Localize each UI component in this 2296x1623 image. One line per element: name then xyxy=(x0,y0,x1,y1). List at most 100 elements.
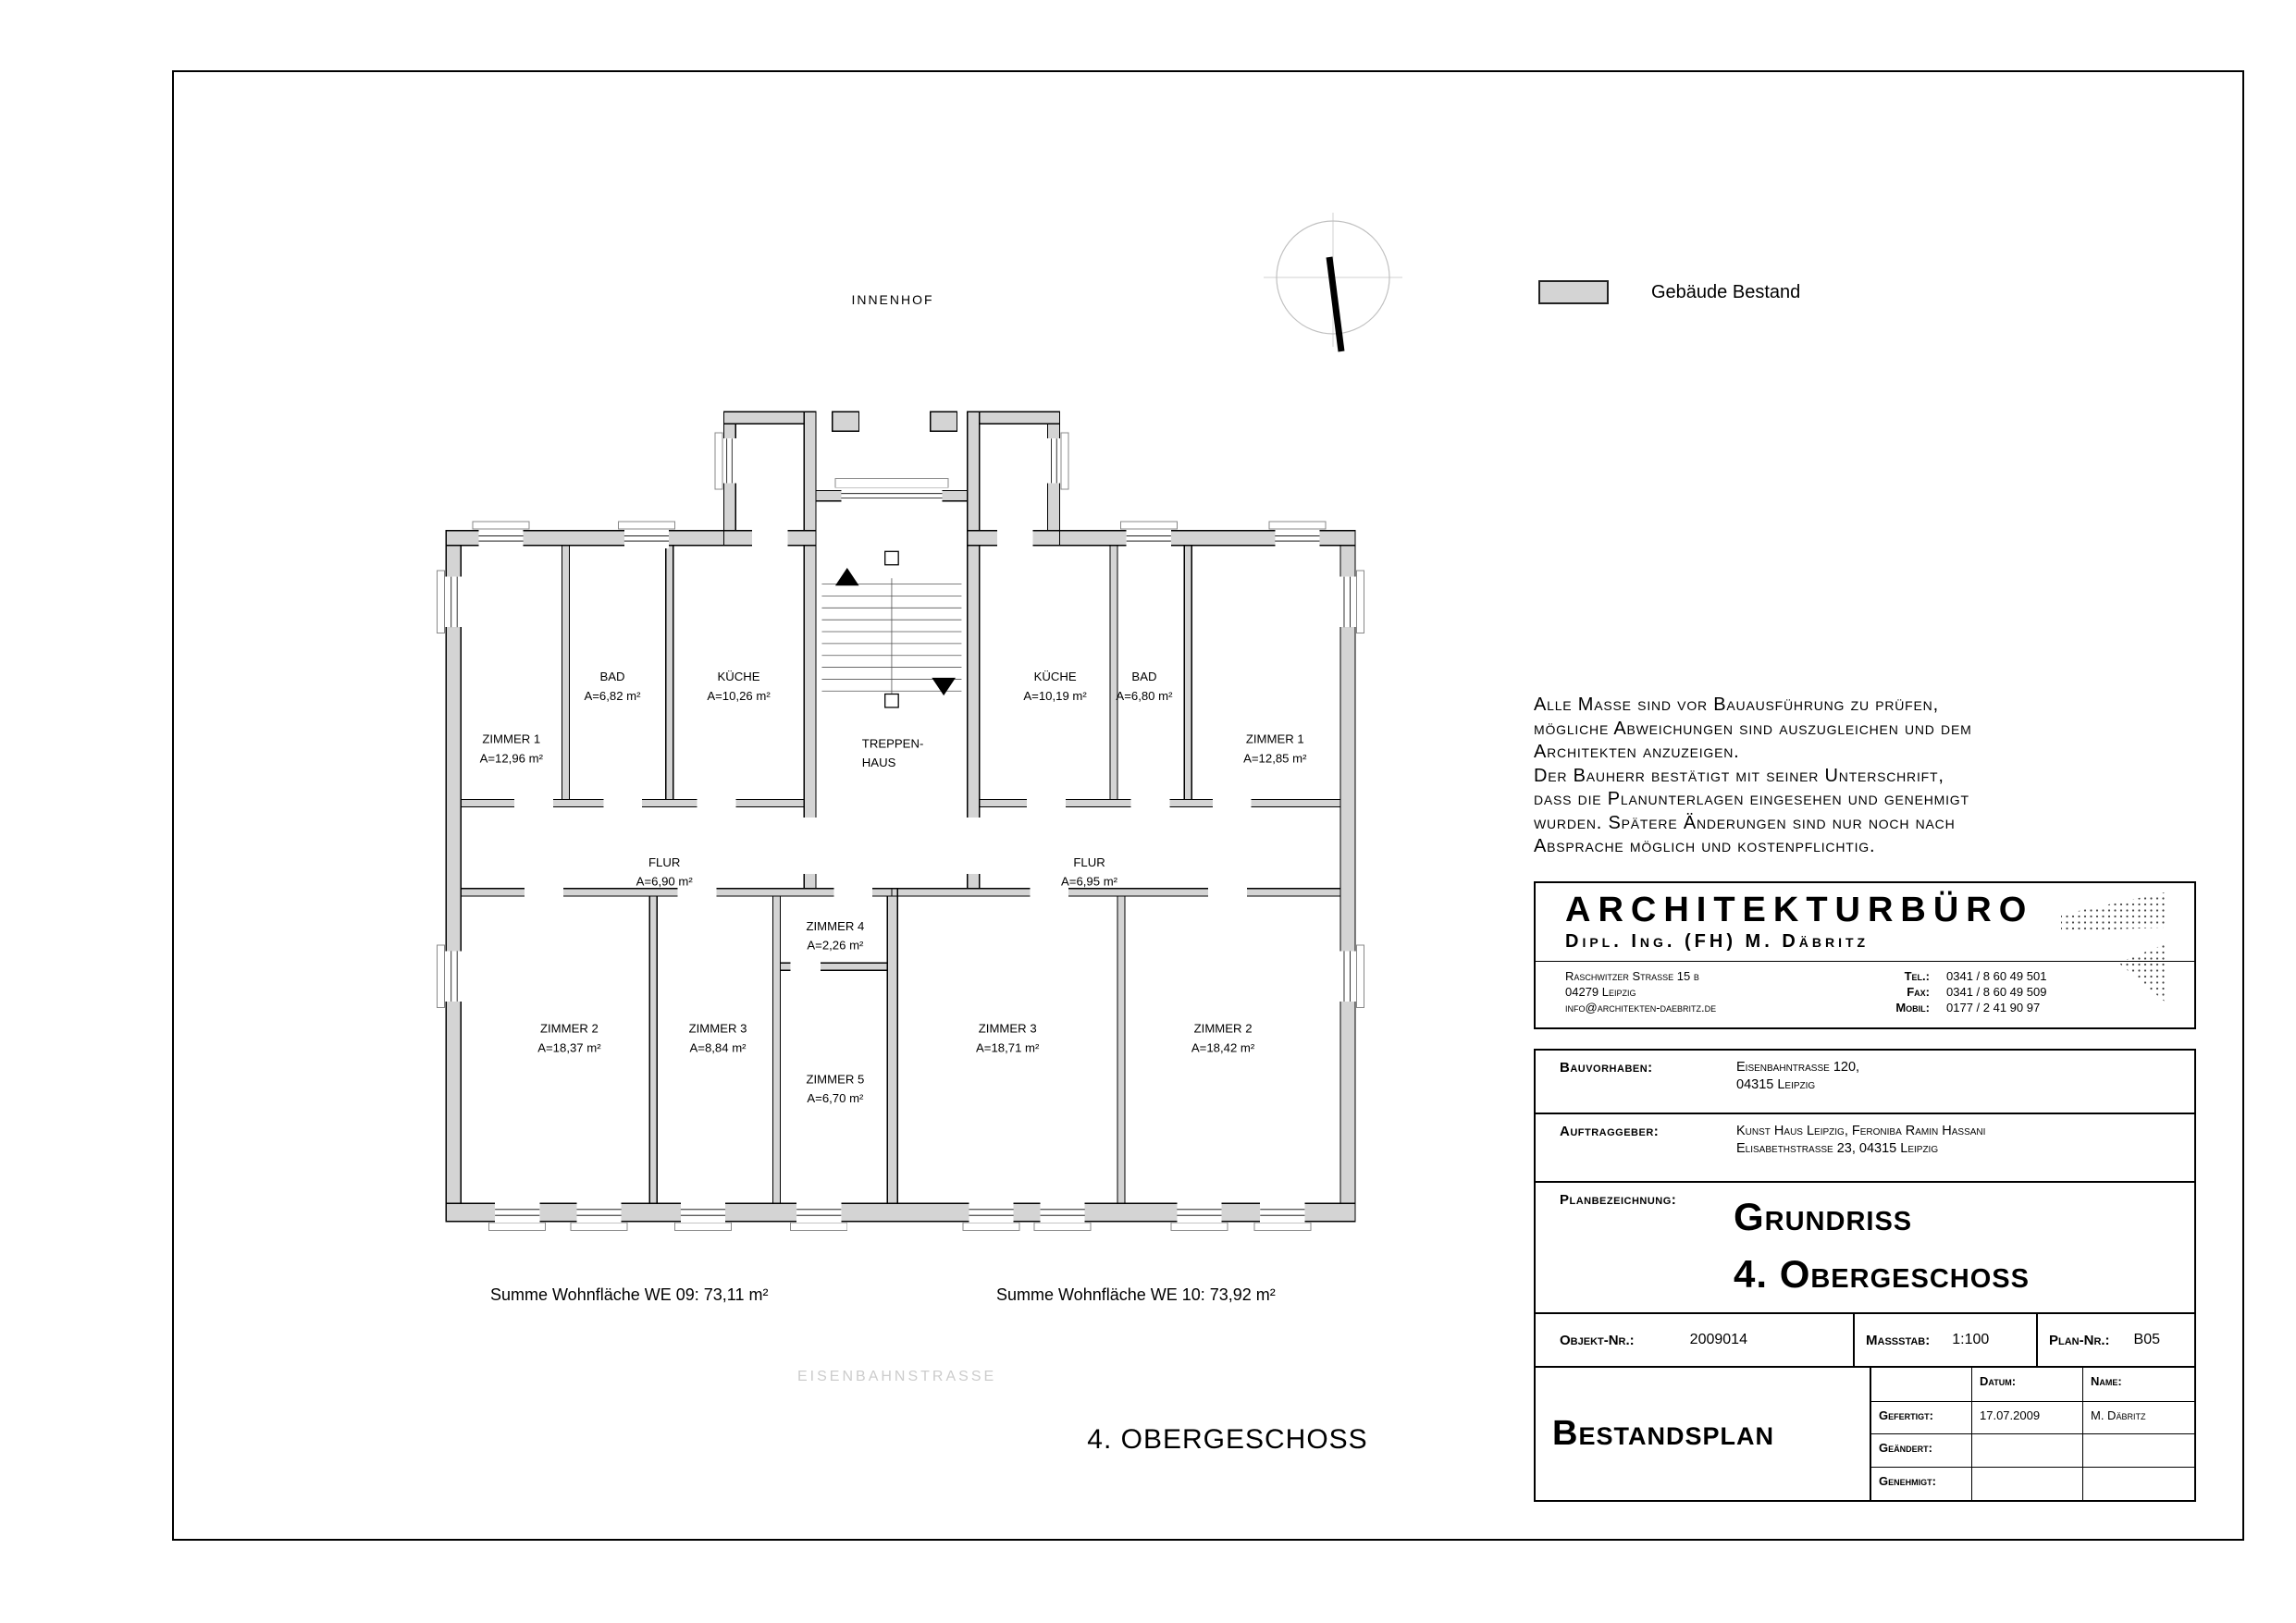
bauvorhaben-label: Bauvorhaben: xyxy=(1560,1060,1653,1076)
room-area: A=12,85 m² xyxy=(1243,751,1307,765)
plan-nr-cell: Plan-Nr.: B05 xyxy=(2038,1314,2194,1366)
room-label: KÜCHE xyxy=(717,670,759,683)
room-area: A=10,26 m² xyxy=(707,689,771,703)
room-area: A=8,84 m² xyxy=(689,1041,747,1055)
firm-logo-dots xyxy=(2061,892,2165,1002)
room-label: BAD xyxy=(1131,670,1156,683)
auftraggeber-line: Elisabethstrasse 23, 04315 Leipzig xyxy=(1736,1141,1939,1156)
general-notes: Alle Masse sind vor Bauausführung zu prü… xyxy=(1534,694,1972,859)
firm-subtitle: Dipl. Ing. (FH) M. Däbritz xyxy=(1565,931,1870,952)
street-name-watermark: EISENBAHNSTRASSE xyxy=(797,1369,997,1384)
sheet-border xyxy=(172,70,2244,1541)
datum-header: Datum: xyxy=(1971,1368,2082,1402)
notes-line: dass die Planunterlagen eingesehen und g… xyxy=(1534,789,1969,809)
tel-value: 0341 / 8 60 49 501 xyxy=(1946,969,2047,983)
stairwell-label: HAUS xyxy=(862,756,896,769)
room-area: A=6,95 m² xyxy=(1061,875,1118,889)
room-area: A=12,96 m² xyxy=(480,751,544,765)
row-auftraggeber: Auftraggeber: Kunst Haus Leipzig, Feroni… xyxy=(1536,1114,2194,1183)
notes-line: Architekten anzuzeigen. xyxy=(1534,742,1740,762)
planbezeichnung-value: Grundriss 4. Obergeschoss xyxy=(1734,1188,2030,1303)
genehmigt-label: Genehmigt: xyxy=(1879,1474,1936,1488)
genehmigt-name xyxy=(2082,1468,2194,1500)
plan-nr-value: B05 xyxy=(2133,1332,2161,1347)
stair-direction-arrow-up xyxy=(834,567,859,586)
massstab-value: 1:100 xyxy=(1952,1332,1990,1347)
plan-name-line: Grundriss xyxy=(1734,1195,1913,1238)
bauvorhaben-line: 04315 Leipzig xyxy=(1736,1077,1816,1092)
geaendert-label: Geändert: xyxy=(1871,1434,1971,1468)
room-area: A=18,71 m² xyxy=(976,1041,1040,1055)
sum-area-we09: Summe Wohnfläche WE 09: 73,11 m² xyxy=(490,1285,769,1304)
row-numbers: Objekt-Nr.: 2009014 Massstab: 1:100 Plan… xyxy=(1536,1314,2194,1368)
room-label: ZIMMER 5 xyxy=(806,1072,864,1086)
massstab-label: Massstab: xyxy=(1866,1332,1931,1348)
walls-layer xyxy=(445,411,1356,1223)
room-label: ZIMMER 2 xyxy=(1194,1022,1253,1036)
geaendert-datum xyxy=(1971,1434,2082,1468)
bauvorhaben-value: Eisenbahntrasse 120, 04315 Leipzig xyxy=(1736,1059,1859,1094)
stairwell-label: TREPPEN- xyxy=(862,736,924,750)
room-area: A=18,37 m² xyxy=(537,1041,601,1055)
room-label: FLUR xyxy=(1073,855,1105,869)
room-label: ZIMMER 3 xyxy=(689,1022,747,1036)
room-label: FLUR xyxy=(648,855,680,869)
objekt-nr-label: Objekt-Nr.: xyxy=(1560,1332,1635,1348)
room-label: ZIMMER 1 xyxy=(1246,732,1304,745)
staircase xyxy=(821,550,962,708)
notes-line: Absprache möglich und kostenpflichtig. xyxy=(1534,836,1876,856)
notes-line: Der Bauherr bestätigt mit seiner Untersc… xyxy=(1534,765,1944,786)
row-planbezeichnung: Planbezeichnung: Grundriss 4. Obergescho… xyxy=(1536,1183,2194,1314)
mobil-value: 0177 / 2 41 90 97 xyxy=(1946,1001,2041,1014)
sum-area-we10: Summe Wohnfläche WE 10: 73,92 m² xyxy=(996,1285,1276,1304)
auftraggeber-label: Auftraggeber: xyxy=(1560,1124,1660,1139)
room-area: A=10,19 m² xyxy=(1023,689,1087,703)
fax-value: 0341 / 8 60 49 509 xyxy=(1946,985,2047,999)
room-area: A=6,90 m² xyxy=(636,875,694,889)
gefertigt-name: M. Däbritz xyxy=(2082,1402,2194,1434)
bestandsplan-label: Bestandsplan xyxy=(1536,1368,1871,1500)
notes-line: wurden. Spätere Änderungen sind nur noch… xyxy=(1534,812,1956,833)
architect-firm-box: ARCHITEKTURBÜRO Dipl. Ing. (FH) M. Däbri… xyxy=(1534,881,2196,1029)
gefertigt-datum: 17.07.2009 xyxy=(1971,1402,2082,1434)
window-sills xyxy=(437,432,1365,1231)
room-label: ZIMMER 2 xyxy=(540,1022,599,1036)
innenhof-label: INNENHOF xyxy=(851,292,934,307)
openings-layer xyxy=(442,438,1359,1224)
room-area: A=6,82 m² xyxy=(584,689,641,703)
objekt-nr-cell: Objekt-Nr.: 2009014 xyxy=(1536,1314,1855,1366)
firm-address: Raschwitzer Strasse 15 b 04279 Leipzig i… xyxy=(1565,968,1870,1015)
tel-label: Tel.: xyxy=(1904,969,1930,983)
notes-line: Alle Masse sind vor Bauausführung zu prü… xyxy=(1534,695,1939,715)
room-area: A=6,80 m² xyxy=(1116,689,1173,703)
geaendert-name xyxy=(2082,1434,2194,1468)
gefertigt-label: Gefertigt: xyxy=(1871,1402,1971,1434)
genehmigt-datum xyxy=(1971,1468,2082,1500)
fax-label: Fax: xyxy=(1907,985,1930,999)
stair-direction-arrow-down xyxy=(932,677,956,696)
plan-nr-label: Plan-Nr.: xyxy=(2049,1332,2110,1348)
firm-contact-section: Raschwitzer Strasse 15 b 04279 Leipzig i… xyxy=(1536,961,2194,1015)
plan-name-line: 4. Obergeschoss xyxy=(1734,1252,2030,1296)
auftraggeber-line: Kunst Haus Leipzig, Feroniba Ramin Hassa… xyxy=(1736,1124,1986,1138)
planbezeichnung-label: Planbezeichnung: xyxy=(1560,1192,1677,1208)
floor-title: 4. OBERGESCHOSS xyxy=(1087,1424,1368,1455)
mobil-label: Mobil: xyxy=(1895,1001,1930,1014)
room-label: ZIMMER 4 xyxy=(806,919,864,933)
name-header: Name: xyxy=(2082,1368,2194,1402)
room-label: ZIMMER 3 xyxy=(979,1022,1037,1036)
room-area: A=18,42 m² xyxy=(1191,1041,1255,1055)
firm-email: info@architekten-daebritz.de xyxy=(1565,1001,1717,1014)
massstab-cell: Massstab: 1:100 xyxy=(1855,1314,2038,1366)
row-bestandsplan: Bestandsplan Datum: Name: Gefertigt: 17.… xyxy=(1536,1368,2194,1500)
row-bauvorhaben: Bauvorhaben: Eisenbahntrasse 120, 04315 … xyxy=(1536,1051,2194,1114)
schedule-corner-cell xyxy=(1871,1368,1971,1402)
bauvorhaben-line: Eisenbahntrasse 120, xyxy=(1736,1060,1860,1075)
objekt-nr-value: 2009014 xyxy=(1689,1332,1747,1347)
legend: Gebäude Bestand xyxy=(1538,280,1800,304)
room-label: KÜCHE xyxy=(1034,670,1077,683)
window-glazing xyxy=(451,438,1351,1216)
room-area: A=6,70 m² xyxy=(807,1091,864,1105)
notes-line: mögliche Abweichungen sind auszugleichen… xyxy=(1534,718,1972,739)
